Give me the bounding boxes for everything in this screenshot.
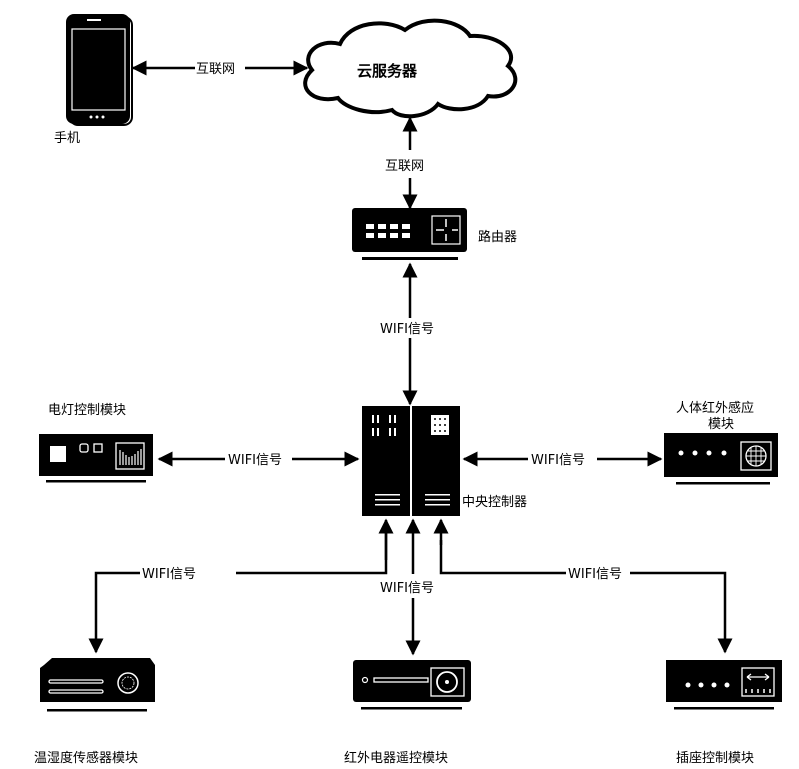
edge-router-controller: WIFI信号 xyxy=(380,262,434,406)
edge-cloud-router: 互联网 xyxy=(385,116,424,210)
edge-label-light-controller: WIFI信号 xyxy=(228,453,282,468)
ir-label: 红外电器遥控模块 xyxy=(344,750,448,766)
pir-label-line2: 模块 xyxy=(708,417,734,432)
edge-pir-controller: WIFI信号 xyxy=(462,451,663,468)
cloud-label: 云服务器 xyxy=(357,62,418,80)
temp-label: 温湿度传感器模块 xyxy=(34,750,138,766)
edge-label-phone-cloud: 互联网 xyxy=(196,62,235,77)
edge-label-socket-controller: WIFI信号 xyxy=(568,567,622,582)
edge-phone-cloud: 互联网 xyxy=(131,60,309,77)
light-label: 电灯控制模块 xyxy=(48,403,126,418)
edge-label-ir-controller: WIFI信号 xyxy=(380,581,434,596)
router-label: 路由器 xyxy=(478,229,517,245)
edge-label-cloud-router: 互联网 xyxy=(385,159,424,174)
pir-sensor-device-icon xyxy=(664,433,778,485)
controller-label: 中央控制器 xyxy=(462,495,527,510)
socket-label: 插座控制模块 xyxy=(676,751,754,766)
cloud-icon xyxy=(303,18,518,119)
server-cabinet-icon xyxy=(362,406,460,516)
edge-socket-controller: WIFI信号 xyxy=(433,518,733,654)
temp-humidity-device-icon xyxy=(40,658,155,712)
phone-label: 手机 xyxy=(54,131,80,146)
socket-control-device-icon xyxy=(666,660,782,710)
smartphone-icon xyxy=(66,14,133,126)
light-control-device-icon xyxy=(39,434,153,483)
edge-label-temp-controller: WIFI信号 xyxy=(142,567,196,582)
edge-light-controller: WIFI信号 xyxy=(157,451,360,468)
edge-label-pir-controller: WIFI信号 xyxy=(531,453,585,468)
pir-label-line1: 人体红外感应 xyxy=(676,400,754,416)
router-icon xyxy=(352,208,467,260)
ir-remote-device-icon xyxy=(353,660,471,710)
edge-temp-controller: WIFI信号 xyxy=(88,518,394,654)
edge-label-router-controller: WIFI信号 xyxy=(380,322,434,337)
edge-ir-controller: WIFI信号 xyxy=(380,518,434,656)
